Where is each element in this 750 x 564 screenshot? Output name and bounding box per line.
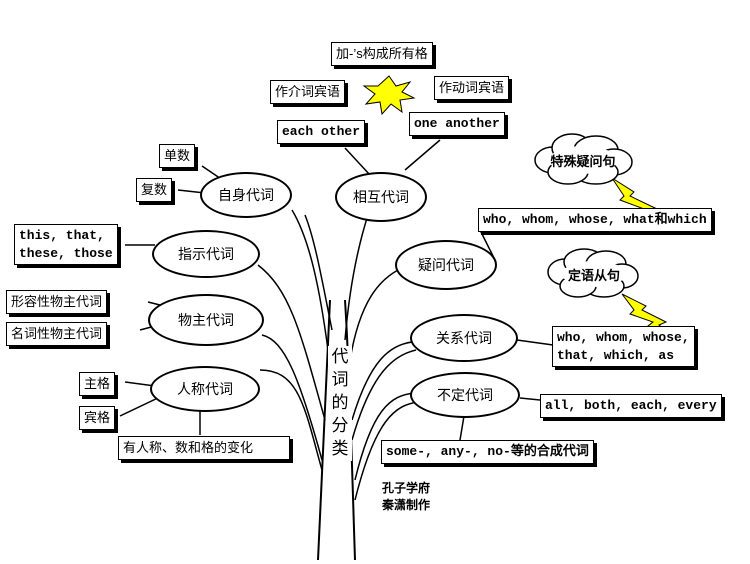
cloud-special-question: 特殊疑问句 (540, 146, 626, 174)
cloud-label: 定语从句 (567, 268, 620, 284)
label-possessive-case: 加-’s构成所有格 (331, 42, 433, 66)
label-adjective-possessive: 形容性物主代词 (6, 290, 108, 314)
cloud-attributive-clause: 定语从句 (552, 260, 636, 288)
label-indefinites: all, both, each, every (540, 394, 722, 418)
trunk-label: 代词的分类 (328, 346, 352, 461)
label-plural: 复数 (136, 178, 173, 202)
label-demonstratives: this, that, these, those (14, 224, 118, 266)
node-reflexive: 自身代词 (200, 172, 292, 218)
node-indefinite: 不定代词 (410, 372, 520, 418)
node-label: 指示代词 (178, 247, 234, 263)
label-singular: 单数 (159, 144, 196, 168)
node-label: 疑问代词 (418, 258, 474, 274)
node-relative: 关系代词 (410, 314, 518, 362)
node-possessive: 物主代词 (148, 294, 264, 346)
node-personal: 人称代词 (150, 366, 260, 412)
node-reciprocal: 相互代词 (335, 172, 427, 222)
label-noun-possessive: 名词性物主代词 (6, 322, 108, 346)
node-interrogative: 疑问代词 (395, 240, 497, 290)
label-relatives: who, whom, whose, that, which, as (552, 326, 695, 368)
node-label: 不定代词 (437, 388, 493, 404)
node-label: 自身代词 (218, 188, 274, 204)
starburst-shape (362, 75, 416, 116)
credit-text: 孔子学府 秦潇制作 (382, 481, 431, 512)
label-prep-object: 作介词宾语 (270, 80, 346, 104)
node-label: 关系代词 (436, 331, 492, 347)
node-demonstrative: 指示代词 (152, 230, 260, 278)
label-objective: 宾格 (79, 406, 116, 430)
node-label: 物主代词 (178, 313, 234, 329)
trunk-text: 代词的分类 (331, 347, 349, 459)
label-personal-changes: 有人称、数和格的变化 (118, 436, 290, 460)
label-one-another: one another (409, 112, 505, 136)
label-compounds: some-, any-, no-等的合成代词 (381, 440, 594, 464)
label-nominative: 主格 (79, 372, 116, 396)
node-label: 人称代词 (177, 382, 233, 398)
node-label: 相互代词 (353, 190, 409, 206)
label-each-other: each other (277, 120, 366, 144)
label-interrogatives: who, whom, whose, what和which (478, 208, 712, 232)
cloud-label: 特殊疑问句 (550, 154, 616, 170)
label-verb-object: 作动词宾语 (434, 76, 510, 100)
